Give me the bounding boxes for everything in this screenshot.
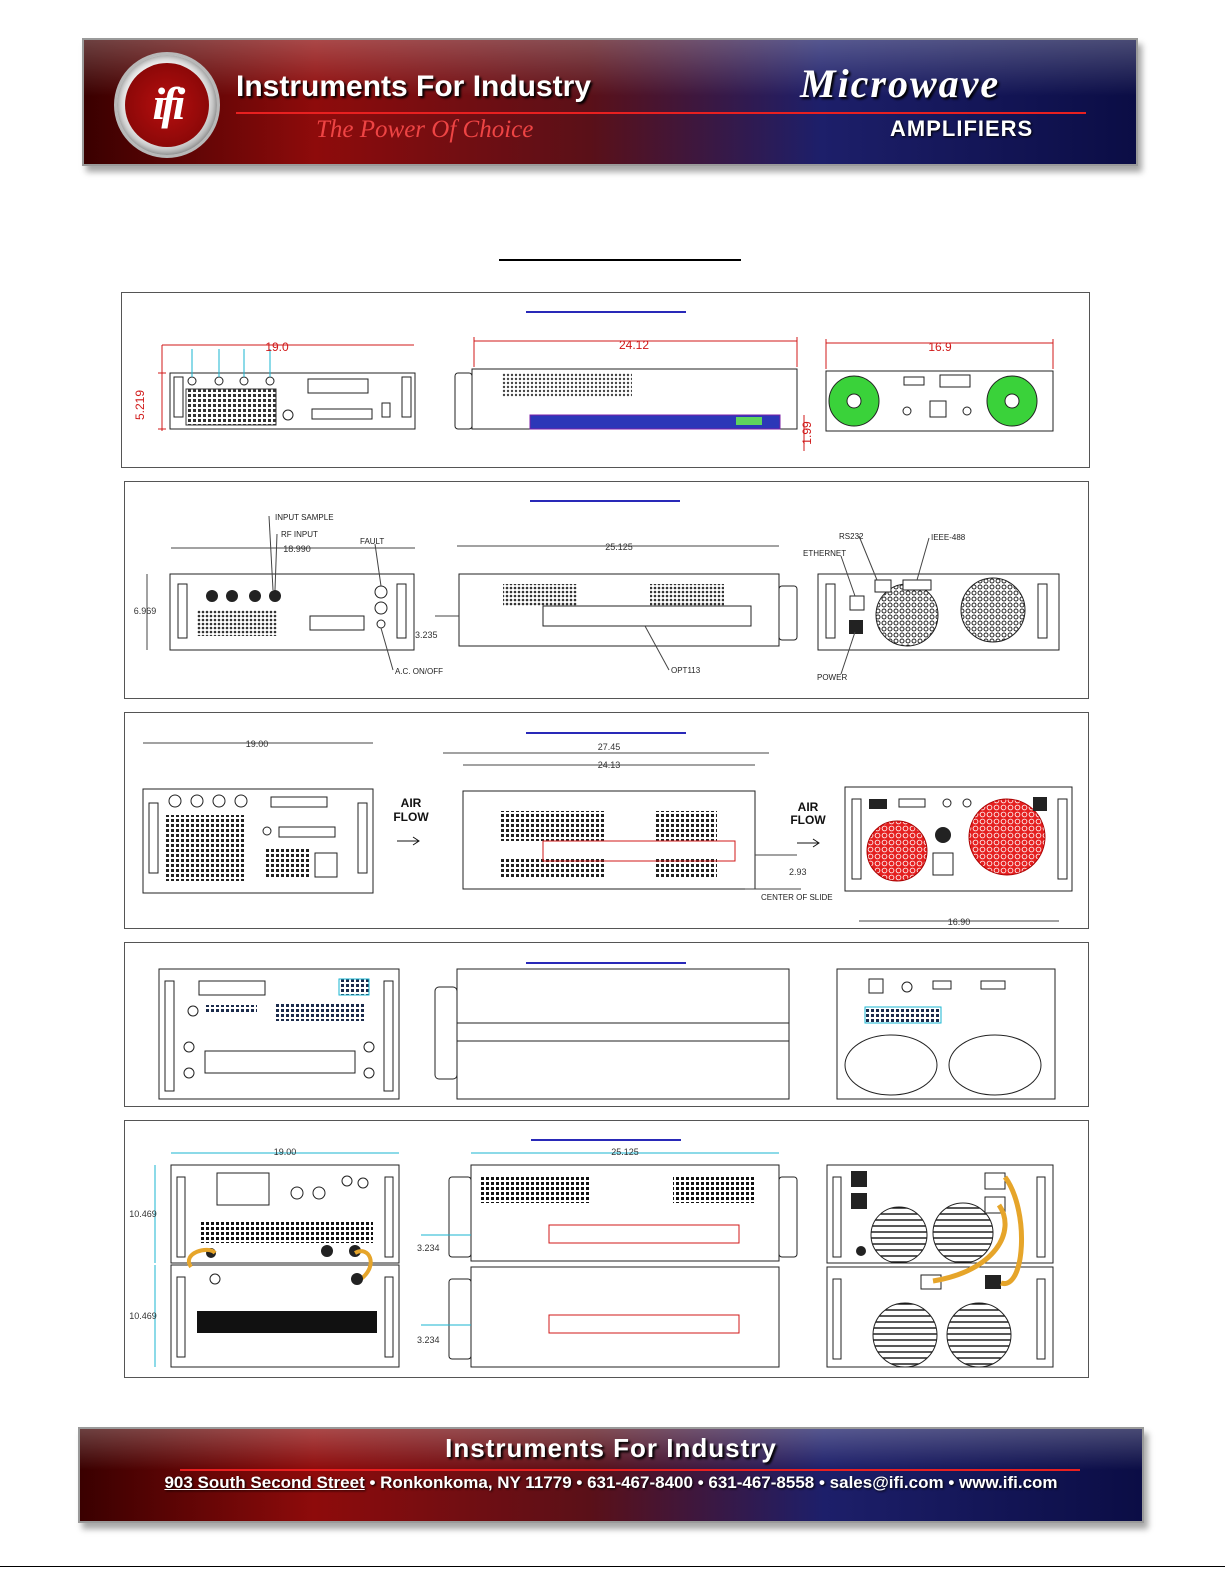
svg-text:AIR: AIR xyxy=(798,800,819,814)
panel-2-rs232: RS232 xyxy=(839,532,864,541)
footer-fax: 631-467-8558 xyxy=(708,1473,815,1492)
panel-2-rear-view: RS232 IEEE-488 ETHERNET POWER xyxy=(803,532,1060,682)
panel-3-airflow-left: AIR FLOW xyxy=(393,796,429,846)
panel-3-center-of-slide: CENTER OF SLIDE xyxy=(761,893,833,902)
panel-1-rear-width: 16.9 xyxy=(928,340,952,354)
panel-5-front-width: 19.00 xyxy=(274,1147,297,1157)
panel-3-front-view: 19.00 xyxy=(142,739,374,894)
svg-text:FLOW: FLOW xyxy=(790,813,826,827)
panel-5-side-slide-1: 3.234 xyxy=(417,1243,440,1253)
panel-1-front-height: 5.219 xyxy=(133,390,147,420)
panel-2-ieee: IEEE-488 xyxy=(931,533,966,542)
panel-2-front-width: 18.990 xyxy=(283,544,311,554)
panel-1-rear-view: 16.9 xyxy=(825,339,1054,432)
panel-3-side-view: 27.45 24.13 2.93 CENTER OF SLIDE xyxy=(443,742,833,902)
drawing-panel-1: 19.0 5.219 24.12 1.99 xyxy=(121,292,1090,468)
panel-1-side-slide: 1.99 xyxy=(800,421,814,445)
drawing-panel-2: 18.990 6.969 INPUT SAMPLE RF INPUT FAULT… xyxy=(124,481,1089,699)
panel-3-front-width: 19.00 xyxy=(246,739,269,749)
panel-5-rear-view xyxy=(826,1164,1054,1368)
panel-2-side-slide: 3.235 xyxy=(415,630,438,640)
panel-2-front-height: 6.969 xyxy=(134,606,157,616)
header-amplifiers: AMPLIFIERS xyxy=(890,116,1034,141)
panel-5-side-depth: 25.125 xyxy=(611,1147,639,1157)
svg-text:AIR: AIR xyxy=(401,796,422,810)
panel-2-option: OPT113 xyxy=(671,666,701,675)
panel-2-ac-onoff: A.C. ON/OFF xyxy=(395,667,443,676)
header-company: Instruments For Industry xyxy=(236,70,592,103)
panel-2-front-view: 18.990 6.969 INPUT SAMPLE RF INPUT FAULT… xyxy=(134,513,443,676)
panel-4-rear-view xyxy=(836,968,1056,1100)
panel-1-side-view: 24.12 1.99 xyxy=(454,337,814,451)
panel-4-side-view xyxy=(434,968,790,1100)
panel-3-side-overall: 27.45 xyxy=(598,742,621,752)
footer-company: Instruments For Industry xyxy=(445,1433,777,1463)
panel-2-rf-input: RF INPUT xyxy=(281,530,318,539)
panel-2-power: POWER xyxy=(817,673,847,682)
drawing-panel-4 xyxy=(124,942,1089,1107)
panel-3-side-depth: 24.13 xyxy=(598,760,621,770)
footer-banner: Instruments For Industry 903 South Secon… xyxy=(78,1427,1144,1523)
panel-1-front-view: 19.0 5.219 xyxy=(133,340,416,431)
panel-3-rear-view: 16.90 xyxy=(844,786,1073,927)
panel-1-drawing: 19.0 5.219 24.12 1.99 xyxy=(133,337,1054,451)
panel-2-drawing: 18.990 6.969 INPUT SAMPLE RF INPUT FAULT… xyxy=(134,513,1060,682)
drawing-panel-5: 19.00 10.469 10.469 25.125 3.234 3.234 xyxy=(124,1120,1089,1378)
panel-2-input-sample: INPUT SAMPLE xyxy=(275,513,334,522)
footer-rule xyxy=(180,1469,1080,1471)
page-heading-rule xyxy=(499,259,741,261)
header-microwave: Microwave xyxy=(800,61,1001,106)
panel-3-side-slide: 2.93 xyxy=(789,867,807,877)
panel-2-side-depth: 25.125 xyxy=(605,542,633,552)
header-rule xyxy=(236,112,1086,114)
panel-5-lower-height: 10.469 xyxy=(129,1311,157,1321)
panel-5-front-view: 19.00 10.469 10.469 xyxy=(129,1147,400,1368)
ifi-logo: ifi xyxy=(114,52,220,158)
panel-2-ethernet: ETHERNET xyxy=(803,549,846,558)
header-tagline: The Power Of Choice xyxy=(316,116,534,143)
panel-5-side-slide-2: 3.234 xyxy=(417,1335,440,1345)
footer-phone: 631-467-8400 xyxy=(587,1473,693,1492)
footer-contact: 903 South Second Street • Ronkonkoma, NY… xyxy=(164,1473,1058,1492)
panel-5-drawing: 19.00 10.469 10.469 25.125 3.234 3.234 xyxy=(129,1147,1054,1368)
panel-5-side-view: 25.125 3.234 3.234 xyxy=(417,1147,798,1368)
panel-2-fault: FAULT xyxy=(360,537,384,546)
footer-email-link[interactable]: sales@ifi.com xyxy=(829,1473,944,1492)
panel-4-front-view xyxy=(158,968,400,1100)
panel-4-heading-rule xyxy=(526,962,686,964)
panel-2-side-view: 25.125 3.235 OPT113 xyxy=(415,542,798,675)
footer-address-link[interactable]: 903 South Second Street xyxy=(164,1473,365,1492)
panel-3-drawing: 19.00 AIR FLOW 27.45 24.13 2.93 CENTER O… xyxy=(142,739,1073,927)
panel-3-airflow-right: AIR FLOW xyxy=(790,800,826,848)
page-bottom-rule xyxy=(0,1566,1225,1567)
panel-5-upper-height: 10.469 xyxy=(129,1209,157,1219)
header-banner: ifi Instruments For Industry The Power O… xyxy=(82,38,1138,166)
panel-2-heading-rule xyxy=(530,500,680,502)
panel-3-heading-rule xyxy=(526,732,686,734)
footer-city: Ronkonkoma, NY 11779 xyxy=(380,1473,572,1492)
panel-5-heading-rule xyxy=(531,1139,681,1141)
panel-1-heading-rule xyxy=(526,311,686,313)
panel-1-side-depth: 24.12 xyxy=(619,338,649,352)
panel-3-rear-width: 16.90 xyxy=(948,917,971,927)
svg-text:FLOW: FLOW xyxy=(393,810,429,824)
footer-web-link[interactable]: www.ifi.com xyxy=(959,1473,1058,1492)
panel-1-front-width: 19.0 xyxy=(265,340,289,354)
drawing-panel-3: 19.00 AIR FLOW 27.45 24.13 2.93 CENTER O… xyxy=(124,712,1089,929)
panel-4-drawing xyxy=(158,968,1056,1100)
